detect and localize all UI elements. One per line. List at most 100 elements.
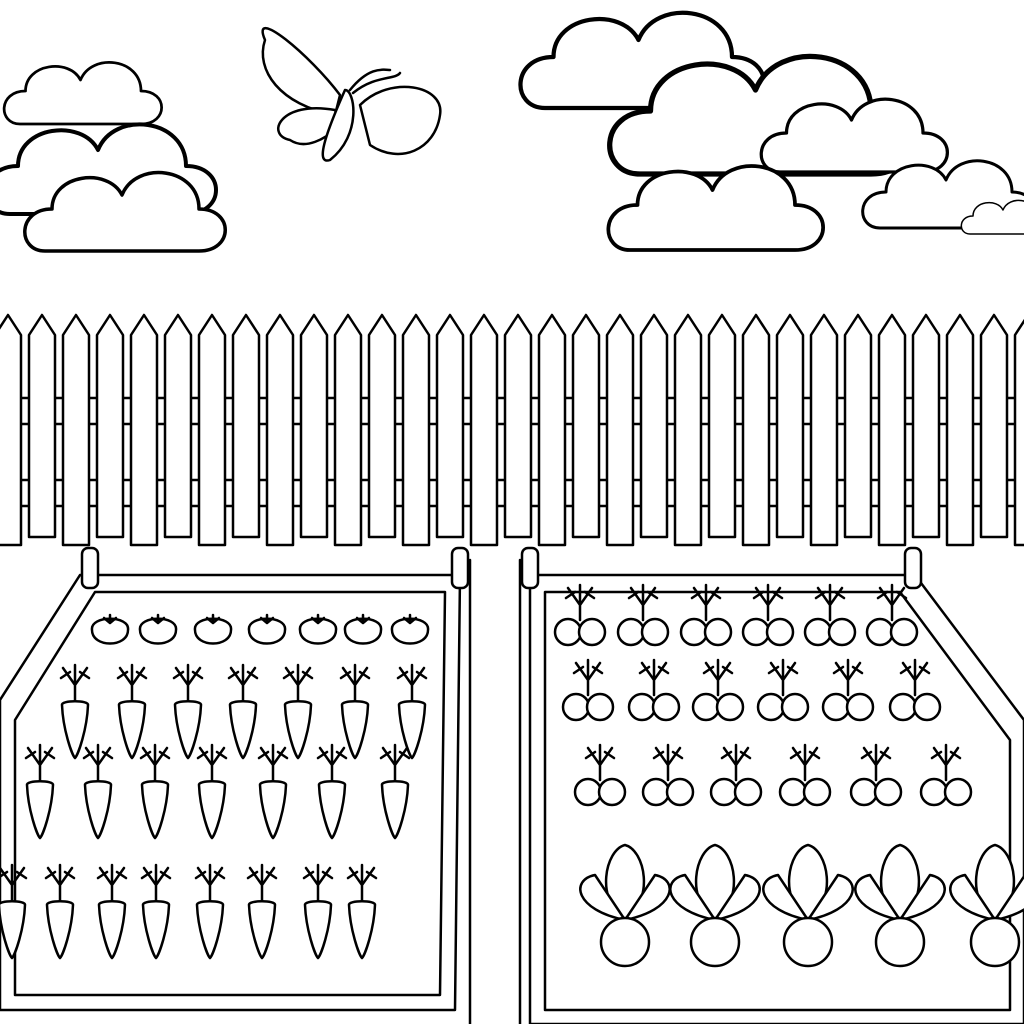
carrot	[140, 863, 172, 960]
picket-fence	[0, 313, 1024, 547]
tomato	[298, 613, 338, 645]
radish-bulb	[665, 777, 695, 807]
leaf-stems	[572, 658, 604, 697]
radish-bulb	[561, 692, 591, 722]
tomato-body	[193, 617, 233, 645]
leaf-stems	[172, 663, 204, 702]
radish-bulb	[865, 617, 895, 647]
radish	[641, 743, 695, 807]
radish	[741, 583, 795, 647]
carrot	[44, 863, 76, 960]
radish-bulb	[553, 617, 583, 647]
fence-picket	[469, 313, 499, 547]
tomato-stem	[310, 613, 326, 625]
fence-picket	[129, 313, 159, 547]
tomato-body	[390, 617, 430, 645]
fence-picket	[741, 313, 771, 547]
cloud	[759, 97, 949, 174]
radish	[756, 658, 810, 722]
leaf-stems	[44, 863, 76, 902]
radish	[691, 658, 745, 722]
radish-bulb	[627, 692, 657, 722]
radish	[679, 583, 733, 647]
clouds	[0, 10, 1024, 253]
leaf-stems	[752, 583, 784, 622]
beet-leaf	[806, 873, 854, 922]
carrot-root	[228, 700, 258, 760]
carrot-root	[140, 780, 170, 840]
radish-bulb	[741, 617, 771, 647]
radish-bulb	[765, 617, 795, 647]
fence-picket	[877, 313, 907, 547]
beet	[762, 843, 854, 968]
radish-bulb	[756, 692, 786, 722]
radish	[778, 743, 832, 807]
radish-bulb	[679, 617, 709, 647]
butterfly-antennae	[348, 68, 402, 95]
radish-bulb	[849, 777, 879, 807]
butterfly-body	[321, 88, 355, 162]
leaf-stems	[720, 743, 752, 782]
beet-leaf	[949, 873, 997, 922]
leaf-stems	[789, 743, 821, 782]
carrot	[302, 863, 334, 960]
radish	[803, 583, 857, 647]
path-between-beds	[468, 558, 522, 1024]
radish	[561, 658, 615, 722]
tomato-body	[138, 617, 178, 645]
radish-bulb	[889, 617, 919, 647]
cloud-outline	[960, 199, 1024, 235]
fence-picket	[435, 313, 465, 539]
carrot	[24, 743, 56, 840]
carrot	[339, 663, 371, 760]
radish	[709, 743, 763, 807]
radish	[888, 658, 942, 722]
carrot	[82, 743, 114, 840]
fence-picket	[1013, 318, 1024, 547]
carrot	[246, 863, 278, 960]
carrot-root	[347, 900, 377, 960]
tomato	[90, 613, 130, 645]
fence-picket	[605, 313, 635, 547]
fence-picket	[707, 313, 737, 539]
bed-post	[80, 546, 100, 590]
carrot	[379, 743, 411, 840]
leaf-stems	[767, 658, 799, 697]
radish	[865, 583, 919, 647]
carrot	[139, 743, 171, 840]
leaf-stems	[899, 658, 931, 697]
leaf-stems	[379, 743, 411, 782]
fence-picket	[401, 313, 431, 547]
carrot	[194, 863, 226, 960]
tomato	[390, 613, 430, 645]
cloud-outline	[2, 61, 163, 126]
fence-picket	[367, 313, 397, 539]
leaf-stems	[257, 743, 289, 782]
beet-root	[782, 916, 834, 968]
carrot-root	[60, 700, 90, 760]
beet	[854, 843, 946, 968]
radish-bulb	[640, 617, 670, 647]
leaf-stems	[302, 863, 334, 902]
fence-picket	[673, 313, 703, 547]
radish-bulb	[585, 692, 615, 722]
radish-bulb	[888, 692, 918, 722]
tomato-stem	[150, 613, 166, 625]
tomato-body	[247, 617, 287, 645]
tomato-body	[343, 617, 383, 645]
carrot-root	[97, 900, 127, 960]
radish-bulb	[703, 617, 733, 647]
radish	[616, 583, 670, 647]
beet-root	[689, 916, 741, 968]
butterfly	[261, 26, 442, 162]
radish	[849, 743, 903, 807]
carrot	[0, 863, 28, 960]
left-bed-inner	[13, 590, 447, 997]
fence-picket	[843, 313, 873, 539]
tomato-stem	[402, 613, 418, 625]
radish-bulb	[616, 617, 646, 647]
carrot	[96, 863, 128, 960]
carrot-root	[83, 780, 113, 840]
tomato-stem	[259, 613, 275, 625]
fence-picket	[503, 313, 533, 539]
